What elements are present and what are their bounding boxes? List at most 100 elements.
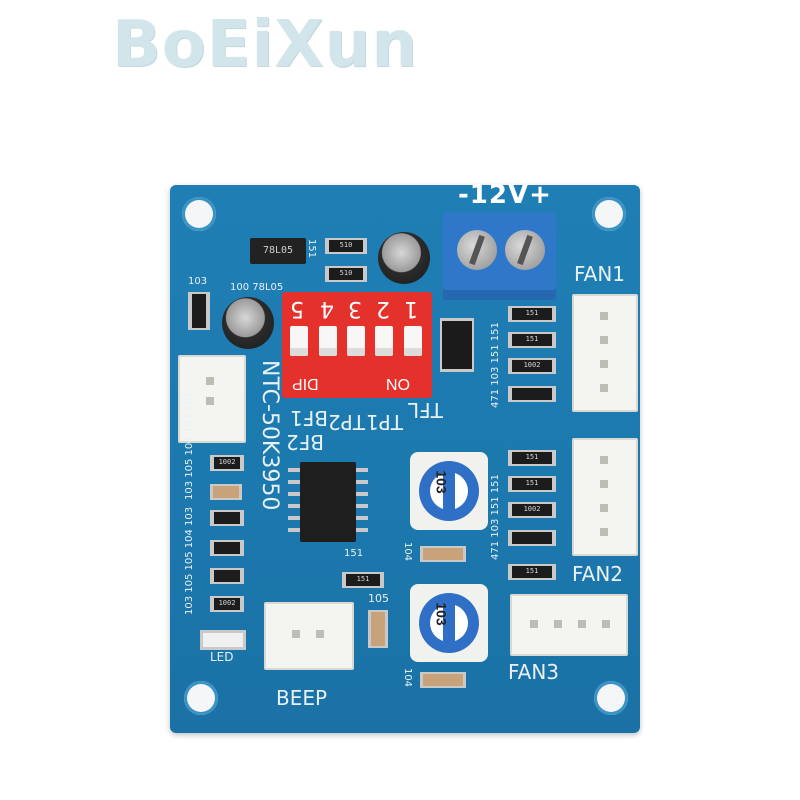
smd-resistor: 510 <box>325 238 367 254</box>
dip-number: 2 <box>376 296 390 321</box>
fan1-label: FAN1 <box>574 262 626 286</box>
smd-resistor: 151 <box>508 476 556 492</box>
connector-pin <box>600 456 608 464</box>
electrolytic-capacitor <box>222 297 274 349</box>
switch-label-bf2: BF2 <box>286 430 324 454</box>
microcontroller-ic <box>288 462 368 542</box>
ic-leg <box>288 468 300 472</box>
pot-slot <box>443 595 455 651</box>
fan1-connector <box>572 294 638 412</box>
label-103: 103 <box>188 276 208 287</box>
dip-toggle <box>290 326 308 356</box>
dip-toggle <box>375 326 393 356</box>
potentiometer: 103 <box>410 584 488 662</box>
ic-leg <box>288 516 300 520</box>
led-label: LED <box>210 650 234 664</box>
status-led <box>200 630 246 650</box>
smd-resistor: 151 <box>342 572 384 588</box>
smd-resistor: 151 <box>508 564 556 580</box>
beep-connector <box>264 602 354 670</box>
switch-label-tp2: TP2 <box>328 410 366 434</box>
connector-pin <box>206 377 214 385</box>
smd-resistor: 151 <box>508 450 556 466</box>
switch-label-tfl: TFL <box>408 398 443 422</box>
connector-pin <box>206 397 214 405</box>
switch-label-tp1: TP1 <box>366 410 404 434</box>
ic-leg <box>288 480 300 484</box>
dip-number: 4 <box>320 296 334 321</box>
label-104: 104 <box>402 541 414 562</box>
left-codes-a: 103 105 104 104 103 <box>184 391 195 500</box>
fan2-connector <box>572 438 638 556</box>
dip-number: 3 <box>348 296 362 321</box>
smd-capacitor <box>420 546 466 562</box>
connector-pin <box>530 620 538 628</box>
regulator-label: 100 78L05 <box>230 282 284 293</box>
smd-resistor <box>210 568 244 584</box>
connector-pin <box>600 360 608 368</box>
connector-pin <box>600 384 608 392</box>
transistor-chip <box>440 318 474 372</box>
screw-icon <box>505 230 545 270</box>
ic-leg <box>356 528 368 532</box>
connector-pin <box>292 630 300 638</box>
smd-resistor: 510 <box>325 266 367 282</box>
dip-toggle <box>347 326 365 356</box>
pot-code: 103 <box>433 602 450 626</box>
connector-pin <box>554 620 562 628</box>
label-104: 104 <box>402 667 414 688</box>
connector-pin <box>600 312 608 320</box>
smd-resistor <box>188 292 210 330</box>
label-151-ic: 151 <box>344 548 364 559</box>
power-label: -12V+ <box>458 180 552 210</box>
smd-resistor: 1002 <box>210 455 244 471</box>
mounting-hole <box>592 197 626 231</box>
connector-pin <box>602 620 610 628</box>
smd-capacitor <box>210 484 242 500</box>
screw-terminal <box>443 212 556 300</box>
fan3-connector <box>510 594 628 656</box>
dip-toggle <box>319 326 337 356</box>
right-codes-b: 471 103 151 151 <box>490 474 501 560</box>
smd-capacitor <box>368 610 388 648</box>
mounting-hole <box>594 681 628 715</box>
ic-leg <box>356 480 368 484</box>
beep-label: BEEP <box>276 686 328 710</box>
electrolytic-capacitor <box>378 232 430 284</box>
mounting-hole <box>184 681 218 715</box>
connector-pin <box>600 480 608 488</box>
smd-resistor <box>508 530 556 546</box>
smd-resistor <box>210 510 244 526</box>
ic-leg <box>356 516 368 520</box>
dip-switch: 5 4 3 2 1 DIP ON <box>282 292 432 398</box>
label-151: 151 <box>306 238 318 259</box>
fan3-label: FAN3 <box>508 660 560 684</box>
dip-number: 1 <box>404 296 418 321</box>
label-105: 105 <box>368 592 389 605</box>
left-codes-b: 103 105 105 104 103 <box>184 506 195 615</box>
sensor-label: NTC-50K3950 <box>257 360 282 511</box>
connector-pin <box>600 504 608 512</box>
smd-resistor: 151 <box>508 306 556 322</box>
switch-label-bf1: BF1 <box>290 406 328 430</box>
connector-pin <box>578 620 586 628</box>
ic-leg <box>356 468 368 472</box>
dip-number: 5 <box>290 296 304 321</box>
ic-leg <box>356 492 368 496</box>
sensor-connector <box>178 355 246 443</box>
ic-leg <box>356 504 368 508</box>
smd-resistor: 1002 <box>508 502 556 518</box>
dip-label: DIP <box>292 375 319 392</box>
right-codes-a: 471 103 151 151 <box>490 322 501 408</box>
voltage-regulator: 78L05 <box>250 238 306 264</box>
fan2-label: FAN2 <box>572 562 624 586</box>
pot-dial <box>419 593 479 653</box>
screw-icon <box>457 230 497 270</box>
connector-pin <box>316 630 324 638</box>
brand-logo: BoEiXun <box>112 8 418 82</box>
smd-resistor <box>508 386 556 402</box>
smd-resistor <box>210 540 244 556</box>
smd-resistor: 151 <box>508 332 556 348</box>
pot-code: 103 <box>433 470 450 494</box>
on-label: ON <box>386 375 410 392</box>
